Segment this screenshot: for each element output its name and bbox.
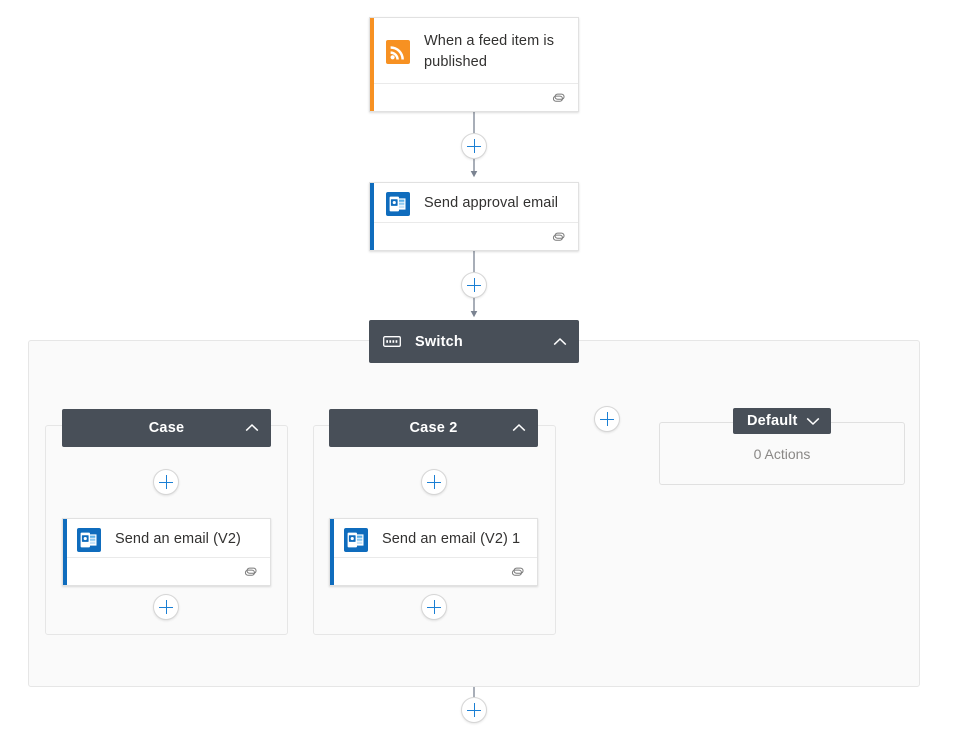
action-card-header: Send an email (V2) — [63, 519, 270, 560]
insert-after-trigger-button[interactable] — [461, 133, 487, 159]
trigger-card-header: When a feed item is published — [370, 18, 578, 85]
switch-header[interactable]: Switch — [369, 320, 579, 363]
action-card-footer — [67, 557, 270, 585]
trigger-accent-bar — [370, 18, 374, 111]
rss-icon — [386, 39, 410, 64]
chevron-up-icon[interactable] — [512, 423, 526, 433]
default-case-empty-label: 0 Actions — [753, 445, 811, 462]
action-accent-bar — [330, 519, 334, 585]
action-accent-bar — [370, 183, 374, 250]
action-card-footer — [334, 557, 537, 585]
action-card-send-approval-email[interactable]: Send approval email — [369, 182, 579, 251]
action-card-header: Send an email (V2) 1 — [330, 519, 537, 560]
office365-outlook-icon — [77, 527, 101, 552]
trigger-card-title: When a feed item is published — [424, 32, 555, 70]
connections-icon[interactable] — [551, 91, 567, 104]
office365-outlook-icon — [386, 191, 410, 216]
case-1-title: Case — [148, 420, 185, 436]
switch-icon — [383, 336, 401, 347]
connections-icon[interactable] — [551, 230, 567, 243]
default-case-header[interactable]: Default — [733, 408, 831, 434]
connections-icon[interactable] — [510, 565, 526, 578]
action-accent-bar — [63, 519, 67, 585]
insert-in-case-2-top-button[interactable] — [421, 469, 447, 495]
action-card-header: Send approval email — [370, 183, 578, 224]
default-case-title: Default — [747, 413, 798, 429]
case-2-header[interactable]: Case 2 — [329, 409, 538, 447]
action-card-title: Send approval email — [424, 195, 559, 211]
insert-after-switch-button[interactable] — [461, 697, 487, 723]
trigger-card-footer — [374, 83, 578, 111]
connections-icon[interactable] — [243, 565, 259, 578]
insert-in-case-1-top-button[interactable] — [153, 469, 179, 495]
insert-after-send-approval-email-button[interactable] — [461, 272, 487, 298]
case-2-title: Case 2 — [409, 420, 458, 436]
office365-outlook-icon — [344, 527, 368, 552]
case-1-header[interactable]: Case — [62, 409, 271, 447]
action-card-send-an-email-v2-1[interactable]: Send an email (V2) 1 — [329, 518, 538, 586]
insert-in-case-2-bottom-button[interactable] — [421, 594, 447, 620]
action-card-title: Send an email (V2) 1 — [382, 531, 521, 547]
insert-in-case-1-bottom-button[interactable] — [153, 594, 179, 620]
action-card-send-an-email-v2[interactable]: Send an email (V2) — [62, 518, 271, 586]
action-card-title: Send an email (V2) — [115, 531, 241, 547]
chevron-up-icon[interactable] — [245, 423, 259, 433]
chevron-up-icon[interactable] — [553, 337, 567, 347]
action-card-footer — [374, 222, 578, 250]
add-case-button[interactable] — [594, 406, 620, 432]
chevron-down-icon[interactable] — [806, 416, 820, 426]
switch-title: Switch — [415, 333, 463, 350]
default-case-container: 0 Actions — [659, 422, 905, 485]
trigger-card-when-a-feed-item-is-published[interactable]: When a feed item is published — [369, 17, 579, 112]
